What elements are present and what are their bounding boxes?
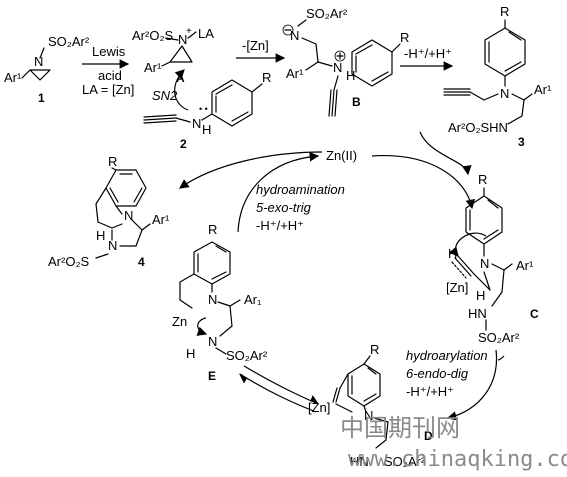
intermediate-d-zn: [Zn]	[308, 400, 330, 415]
intermediate-c-n: N	[480, 256, 489, 271]
proton-transfer-label: -H⁺/+H⁺	[404, 46, 452, 61]
zn-removal-label: -[Zn]	[242, 38, 269, 53]
intermediate-b-label: B	[352, 95, 361, 109]
intermediate-b-ar: Ar¹	[286, 66, 304, 81]
intermediate-e-r: R	[208, 222, 217, 237]
intermediate-c-h2: H	[476, 288, 485, 303]
intermediate-a-n: N	[178, 32, 187, 47]
reactant-1-label: 1	[38, 91, 45, 105]
reagent-2-label: 2	[180, 137, 187, 151]
intermediate-b-so2: SO₂Ar²	[306, 6, 348, 21]
intermediate-a-ar: Ar¹	[144, 60, 162, 75]
intermediate-d: R [Zn] N HN SO₂Ar² D	[308, 342, 433, 469]
catalyst-label: Zn(II)	[326, 148, 357, 163]
intermediate-b-n: N	[290, 28, 299, 43]
intermediate-a-la: LA	[198, 26, 214, 41]
hydroamination-line1: hydroamination	[256, 182, 345, 197]
intermediate-e-hn: H	[186, 346, 195, 361]
intermediate-c-label: C	[530, 307, 539, 321]
product-3-r: R	[500, 4, 509, 19]
product-3-ar: Ar¹	[534, 82, 552, 97]
conditions-lewis: Lewis	[92, 44, 126, 59]
intermediate-a-plus: +	[186, 26, 192, 37]
watermark-cn: 中国期刊网	[340, 414, 460, 442]
intermediate-e-n: N	[208, 292, 217, 307]
intermediate-b-r: R	[400, 30, 409, 45]
conditions-acid: acid	[98, 68, 122, 83]
zn-removal-step: -[Zn]	[236, 38, 286, 63]
reagent-2-n: N	[192, 116, 201, 131]
sn2-label: SN2	[152, 88, 178, 103]
hydroarylation-step: hydroarylation 6-endo-dig -H⁺/+H⁺	[406, 348, 498, 421]
intermediate-c-zn: [Zn]	[446, 280, 468, 295]
product-4-label: 4	[138, 255, 145, 269]
product-3: R N Ar¹ Ar²O₂SHN 3	[443, 4, 552, 149]
proton-transfer-step: -H⁺/+H⁺	[400, 46, 454, 71]
product-4-h: H	[96, 228, 105, 243]
intermediate-c-r: R	[478, 172, 487, 187]
intermediate-e-zn: Zn	[172, 314, 187, 329]
intermediate-d-r: R	[370, 342, 379, 357]
product-3-n: N	[500, 86, 509, 101]
product-4-n2: N	[108, 238, 117, 253]
intermediate-e-label: E	[208, 369, 216, 383]
intermediate-c: R N Ar¹ HN SO₂Ar² H [Zn] H C	[446, 172, 539, 345]
product-3-nh: Ar²O₂SHN	[448, 120, 508, 135]
conditions-la: LA = [Zn]	[82, 82, 134, 97]
product-4-ar: Ar¹	[152, 212, 170, 227]
intermediate-c-hn: HN	[468, 306, 487, 321]
hydroarylation-line3: -H⁺/+H⁺	[406, 384, 454, 399]
intermediate-d-so2: SO₂Ar²	[384, 454, 426, 469]
intermediate-e-ar: Ar₁	[244, 292, 262, 307]
hydroarylation-line2: 6-endo-dig	[406, 366, 469, 381]
product-4-r: R	[108, 154, 117, 169]
reactant-1: SO₂Ar² N Ar¹ 1	[4, 34, 90, 105]
intermediate-a: Ar²O₂S N + LA Ar¹ A	[132, 26, 214, 111]
hydroarylation-line1: hydroarylation	[406, 348, 488, 363]
intermediate-d-n: N	[364, 408, 373, 423]
intermediate-b-nplus: N	[333, 60, 342, 75]
intermediate-b-h: H	[346, 68, 355, 83]
reagent-2-h: H	[202, 122, 211, 137]
equilibrium-d-e	[238, 365, 320, 413]
intermediate-d-label: D	[424, 429, 433, 443]
svg-text:• •: • •	[199, 104, 208, 114]
intermediate-a-so2: Ar²O₂S	[132, 28, 173, 43]
intermediate-c-so2: SO₂Ar²	[478, 330, 520, 345]
intermediate-c-ar: Ar¹	[516, 258, 534, 273]
hydroamination-line3: -H⁺/+H⁺	[256, 218, 304, 233]
hydroamination-step: hydroamination 5-exo-trig -H⁺/+H⁺	[179, 151, 345, 233]
intermediate-b: SO₂Ar² N Ar¹ N H R B	[282, 6, 409, 117]
product-4-s: Ar²O₂S	[48, 254, 89, 269]
reagent-2-r: R	[262, 70, 271, 85]
intermediate-e-n2: N	[208, 334, 217, 349]
reactant-1-n: N	[34, 54, 43, 69]
intermediate-e-so2: SO₂Ar²	[226, 348, 268, 363]
hydroamination-line2: 5-exo-trig	[256, 200, 312, 215]
intermediate-d-hn: HN	[350, 454, 369, 469]
reactant-1-ar: Ar¹	[4, 70, 22, 85]
lewis-acid-step: Lewis acid LA = [Zn]	[82, 44, 134, 97]
product-3-label: 3	[518, 135, 525, 149]
watermark-url: www.chinaqking.com	[348, 447, 567, 472]
reactant-1-so2: SO₂Ar²	[48, 34, 90, 49]
reagent-2: SN2 R N • • H 2	[143, 70, 271, 151]
product-4-n: N	[124, 208, 133, 223]
product-4: R N Ar¹ N H Ar²O₂S 4	[48, 154, 170, 269]
intermediate-e: R N Ar₁ Zn N H SO₂Ar² E	[172, 222, 268, 383]
